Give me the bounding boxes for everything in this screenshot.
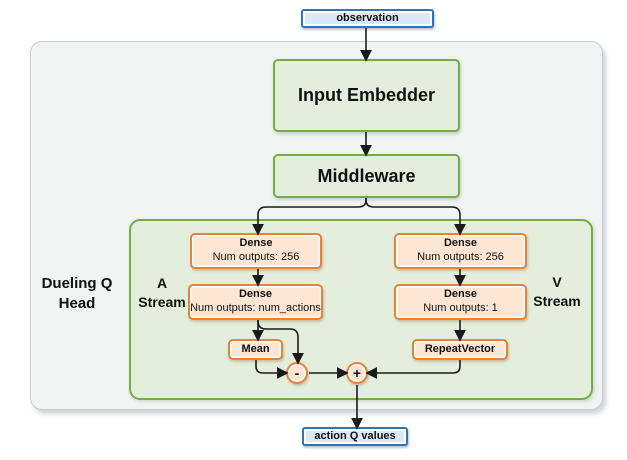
- mean-node: Mean: [228, 339, 283, 360]
- add-operator-node: +: [346, 362, 368, 384]
- observation-node: observation: [301, 9, 434, 28]
- dueling-q-head-label-line2: Head: [58, 295, 96, 313]
- v-stream-label-line2: Stream: [533, 292, 581, 309]
- dense-v2-title: Dense: [443, 288, 478, 301]
- subtract-operator-node: -: [286, 362, 308, 384]
- input-embedder-node: Input Embedder: [273, 59, 460, 132]
- dense-a1-subtitle: Num outputs: 256: [212, 251, 300, 263]
- a-stream-label-line2: Stream: [138, 293, 186, 310]
- a-stream-label: A Stream: [133, 274, 191, 312]
- dense-a2-subtitle: Num outputs: num_actions: [190, 302, 321, 314]
- observation-label: observation: [336, 11, 399, 24]
- input-embedder-label: Input Embedder: [297, 85, 435, 106]
- dense-v1-node: Dense Num outputs: 256: [394, 233, 527, 269]
- dense-v1-subtitle: Num outputs: 256: [417, 251, 504, 263]
- a-stream-label-line1: A: [156, 275, 168, 291]
- action-q-values-label: action Q values: [314, 429, 396, 442]
- repeat-vector-label: RepeatVector: [424, 342, 496, 355]
- plus-sign: +: [352, 365, 362, 381]
- dense-a2-node: Dense Num outputs: num_actions: [188, 284, 323, 320]
- minus-sign: -: [294, 365, 300, 381]
- mean-label: Mean: [241, 342, 270, 355]
- dense-v2-subtitle: Num outputs: 1: [423, 302, 498, 314]
- dense-a1-node: Dense Num outputs: 256: [190, 233, 322, 269]
- action-q-values-node: action Q values: [302, 427, 408, 446]
- middleware-node: Middleware: [273, 154, 460, 198]
- dense-a1-title: Dense: [239, 237, 273, 250]
- dueling-q-head-label-line1: Dueling Q: [41, 275, 113, 292]
- dense-v1-title: Dense: [443, 237, 478, 250]
- v-stream-label-line1: V: [552, 274, 562, 290]
- middleware-label: Middleware: [317, 165, 416, 186]
- repeat-vector-node: RepeatVector: [412, 339, 508, 360]
- v-stream-label: V Stream: [528, 273, 586, 311]
- dueling-q-head-label: Dueling Q Head: [22, 274, 132, 315]
- dense-v2-node: Dense Num outputs: 1: [394, 284, 527, 320]
- dense-a2-title: Dense: [238, 288, 273, 301]
